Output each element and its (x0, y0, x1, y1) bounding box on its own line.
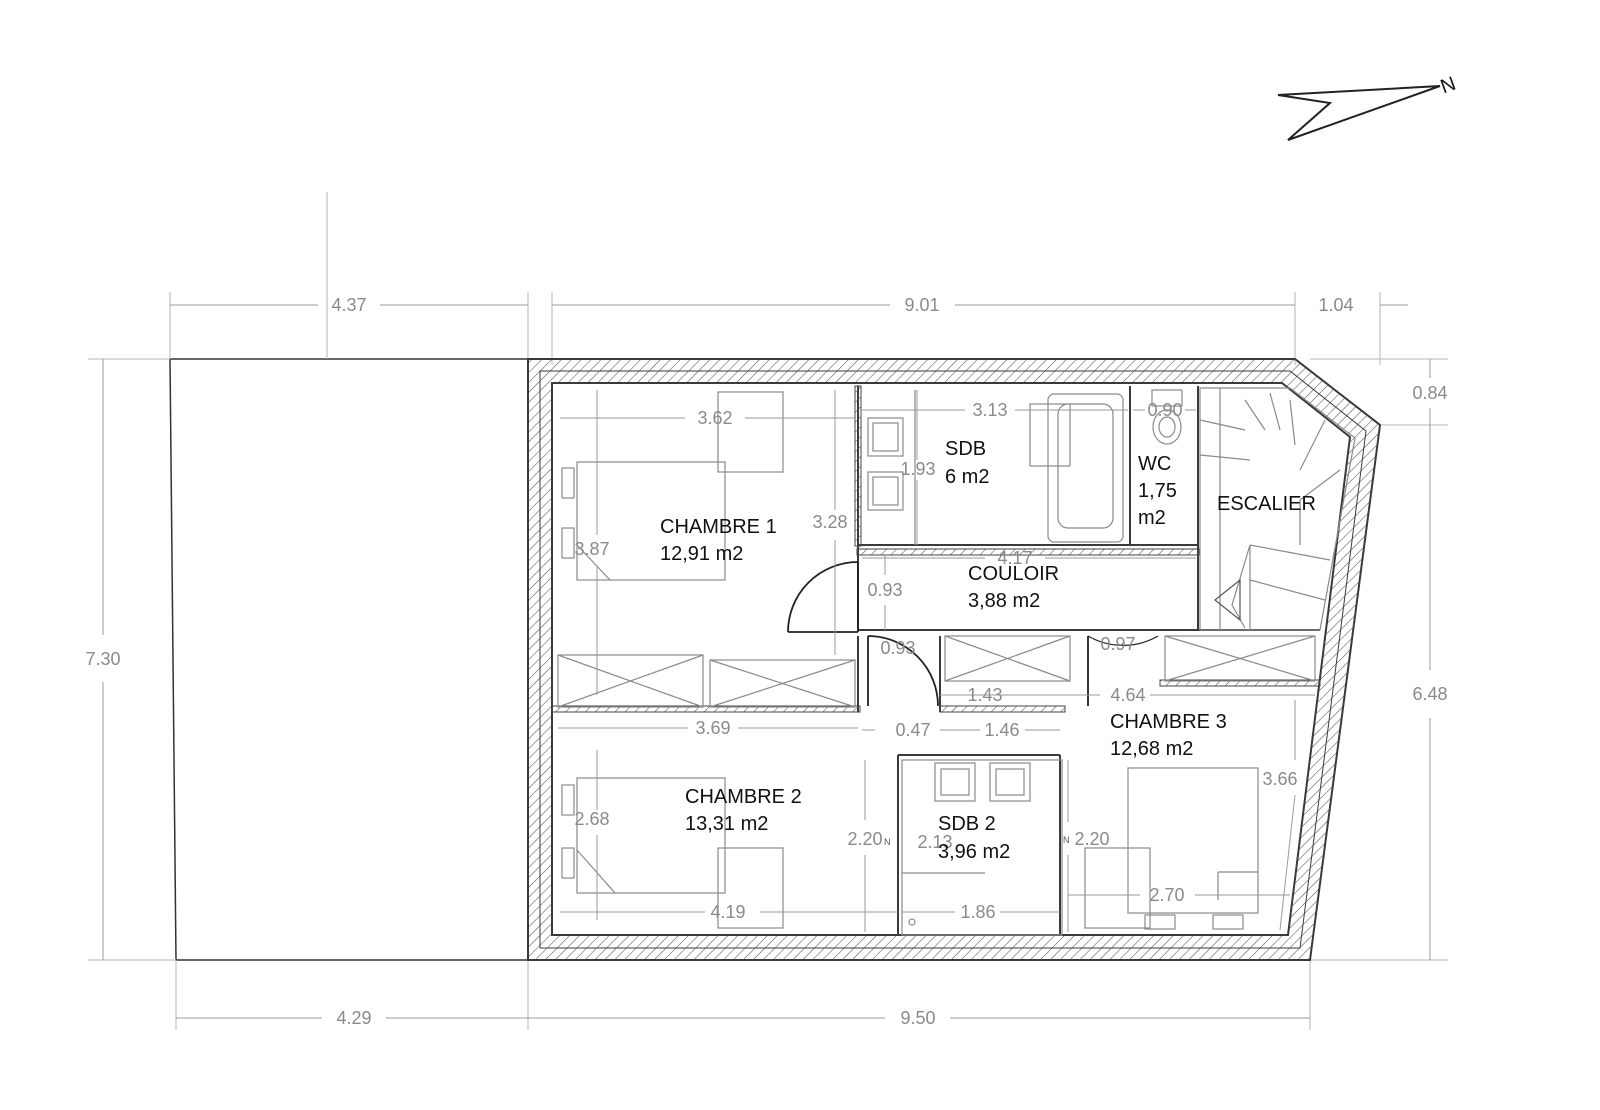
dim-ch3-width: 4.64 (1110, 685, 1145, 705)
dim-door-width: 0.93 (880, 638, 915, 658)
dim-right-height: 6.48 (1412, 684, 1447, 704)
room-wc-area-2: m2 (1138, 507, 1166, 529)
dim-sdb2-width-bottom: 1.86 (960, 902, 995, 922)
door-chambre-1 (787, 561, 859, 633)
marker-n-left: N (884, 837, 891, 847)
sinks-sdb2 (901, 759, 1063, 936)
dim-gap: 0.47 (895, 720, 930, 740)
room-sdb2-name: SDB 2 (938, 813, 996, 835)
door-chambre-2 (867, 635, 939, 707)
marker-n-right: N (1063, 835, 1070, 845)
room-sdb-area: 6 m2 (945, 466, 989, 488)
dim-ch1-width: 3.62 (697, 408, 732, 428)
dim-ch3-depth: 2.20 (1074, 829, 1109, 849)
interior-dimension-labels: 3.62 3.87 3.28 3.13 1.93 0.90 4.17 0.93 … (574, 400, 1297, 922)
dim-ch3-height: 3.66 (1262, 769, 1297, 789)
dim-sdb-width: 3.13 (972, 400, 1007, 420)
room-wc-name: WC (1138, 453, 1171, 475)
dim-ch1-depth: 3.28 (812, 512, 847, 532)
sinks-sdb (867, 390, 916, 545)
dim-sdb-height: 1.93 (900, 459, 935, 479)
north-arrow-icon: N (1277, 73, 1459, 141)
dim-bottom-main: 9.50 (900, 1008, 935, 1028)
overall-dimensions (102, 304, 1431, 1019)
dim-top-left: 4.37 (331, 295, 366, 315)
bed-chambre-2 (561, 777, 784, 929)
room-chambre-2-name: CHAMBRE 2 (685, 786, 802, 808)
staircase (1199, 387, 1356, 631)
dim-bottom-left: 4.29 (336, 1008, 371, 1028)
overall-dimension-labels: 4.37 9.01 1.04 4.29 9.50 7.30 0.84 6.48 (85, 295, 1447, 1028)
room-wc-area-1: 1,75 (1138, 480, 1177, 502)
room-chambre-2-area: 13,31 m2 (685, 813, 768, 835)
toilet-icon (1151, 389, 1183, 445)
room-chambre-3-name: CHAMBRE 3 (1110, 711, 1227, 733)
dim-sdb2-height: 2.13 (917, 832, 952, 852)
dim-top-right: 1.04 (1318, 295, 1353, 315)
dim-ch2-depth: 2.20 (847, 829, 882, 849)
dim-couloir-width: 0.93 (867, 580, 902, 600)
dim-ch3-width-bottom: 2.70 (1149, 885, 1184, 905)
room-couloir-area: 3,88 m2 (968, 590, 1040, 612)
extension-lines (88, 192, 1448, 1030)
room-sdb-name: SDB (945, 438, 986, 460)
room-escalier-name: ESCALIER (1217, 493, 1316, 515)
room-labels: CHAMBRE 1 12,91 m2 SDB 6 m2 WC 1,75 m2 E… (660, 438, 1316, 863)
dim-left-height: 7.30 (85, 649, 120, 669)
bathtub-icon (1029, 393, 1124, 543)
room-chambre-1-area: 12,91 m2 (660, 543, 743, 565)
door-chambre-3 (1087, 635, 1159, 706)
dim-ch2-height: 2.68 (574, 809, 609, 829)
dim-couloir-length: 4.17 (997, 548, 1032, 568)
dim-closet-width: 1.43 (967, 685, 1002, 705)
room-chambre-1-name: CHAMBRE 1 (660, 516, 777, 538)
dim-sdb2-width-top: 1.46 (984, 720, 1019, 740)
dim-top-main: 9.01 (904, 295, 939, 315)
closets (557, 635, 1316, 708)
plot-outline (169, 358, 529, 961)
bed-chambre-1 (561, 391, 784, 581)
dim-ch1-height: 3.87 (574, 539, 609, 559)
dim-ch2-width-top: 3.69 (695, 718, 730, 738)
north-label: N (1438, 73, 1459, 99)
room-sdb2-area: 3,96 m2 (938, 841, 1010, 863)
dim-wc-width: 0.90 (1147, 400, 1182, 420)
room-chambre-3-area: 12,68 m2 (1110, 738, 1193, 760)
dim-ch3-door: 0.97 (1100, 634, 1135, 654)
dim-right-top: 0.84 (1412, 383, 1447, 403)
interior-dimension-lines (558, 390, 1315, 932)
partition-strips (551, 385, 1321, 713)
dim-ch2-width-bottom: 4.19 (710, 902, 745, 922)
room-couloir-name: COULOIR (968, 563, 1059, 585)
